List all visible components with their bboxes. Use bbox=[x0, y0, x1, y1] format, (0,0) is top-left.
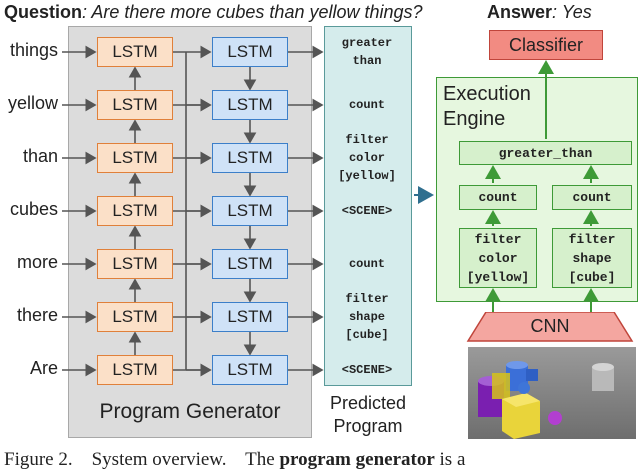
lstm-label: LSTM bbox=[227, 95, 273, 114]
input-word: than bbox=[22, 146, 58, 166]
program-token: <SCENE> bbox=[323, 361, 411, 379]
execution-title-line2: Engine bbox=[443, 108, 506, 130]
program-token: count bbox=[323, 255, 411, 273]
caption-suffix: is a bbox=[434, 449, 466, 470]
lstm-label: LSTM bbox=[112, 254, 158, 273]
decoder-lstm: LSTM bbox=[212, 37, 288, 67]
greater-than-label: greater_than bbox=[498, 145, 593, 161]
predicted-program-panel bbox=[324, 26, 412, 386]
input-word: Are bbox=[29, 358, 58, 378]
filter-right-line3: [cube] bbox=[568, 269, 616, 285]
encoder-lstm: LSTM bbox=[97, 249, 173, 279]
filter-right-line2: shape bbox=[572, 250, 612, 266]
predicted-program-label: Predicted Program bbox=[314, 392, 422, 438]
lstm-label: LSTM bbox=[112, 360, 158, 379]
answer-text: : Yes bbox=[552, 2, 592, 22]
lstm-label: LSTM bbox=[227, 254, 273, 273]
lstm-label: LSTM bbox=[227, 148, 273, 167]
program-token-line: count bbox=[348, 257, 385, 271]
lstm-label: LSTM bbox=[112, 148, 158, 167]
question-text: : Are there more cubes than yellow thing… bbox=[82, 2, 423, 22]
program-token: filter color [yellow] bbox=[323, 131, 411, 185]
program-token: count bbox=[323, 96, 411, 114]
classifier-label: Classifier bbox=[508, 34, 583, 55]
program-token-line: [yellow] bbox=[338, 169, 396, 183]
caption-bold: program generator bbox=[279, 449, 435, 470]
classifier-box: Classifier bbox=[489, 30, 603, 60]
input-word: more bbox=[16, 252, 58, 272]
program-token-line: shape bbox=[348, 310, 385, 324]
count-module-right: count bbox=[552, 185, 632, 210]
execution-title-line1: Execution bbox=[443, 83, 531, 105]
filter-right-line1: filter bbox=[568, 231, 616, 247]
lstm-label: LSTM bbox=[227, 307, 273, 326]
lstm-label: LSTM bbox=[112, 307, 158, 326]
decoder-lstm: LSTM bbox=[212, 249, 288, 279]
program-token-line: color bbox=[348, 151, 385, 165]
program-token-line: <SCENE> bbox=[341, 204, 393, 218]
question-label: Question bbox=[4, 2, 83, 22]
predicted-label-line1: Predicted bbox=[329, 393, 407, 413]
answer-label: Answer bbox=[487, 2, 553, 22]
program-token-line: count bbox=[348, 98, 385, 112]
filter-left-line2: color bbox=[478, 250, 518, 266]
lstm-label: LSTM bbox=[227, 42, 273, 61]
caption-prefix: Figure 2. System overview. The bbox=[4, 449, 280, 470]
program-token: filter shape [cube] bbox=[323, 290, 411, 344]
program-token: <SCENE> bbox=[323, 202, 411, 220]
program-token: greater than bbox=[323, 34, 411, 70]
encoder-lstm: LSTM bbox=[97, 355, 173, 385]
decoder-lstm: LSTM bbox=[212, 196, 288, 226]
encoder-lstm: LSTM bbox=[97, 90, 173, 120]
decoder-lstm: LSTM bbox=[212, 355, 288, 385]
program-token-line: filter bbox=[345, 292, 389, 306]
encoder-lstm: LSTM bbox=[97, 196, 173, 226]
cnn-shape bbox=[466, 312, 634, 342]
cnn-label: CNN bbox=[530, 316, 570, 336]
figure-caption: Figure 2. System overview. The program g… bbox=[4, 449, 465, 471]
count-module-left: count bbox=[459, 185, 537, 210]
program-generator-label: Program Generator bbox=[99, 400, 281, 423]
lstm-label: LSTM bbox=[227, 201, 273, 220]
decoder-lstm: LSTM bbox=[212, 143, 288, 173]
program-token-line: greater bbox=[341, 36, 393, 50]
lstm-label: LSTM bbox=[112, 201, 158, 220]
count-right-label: count bbox=[572, 190, 612, 205]
filter-left-line3: [yellow] bbox=[466, 269, 530, 285]
filter-color-module: filter color [yellow] bbox=[459, 228, 537, 288]
greater-than-module: greater_than bbox=[459, 141, 632, 165]
execution-engine-title: Execution Engine bbox=[443, 82, 531, 132]
program-token-line: <SCENE> bbox=[341, 363, 393, 377]
predicted-label-line2: Program bbox=[333, 416, 403, 436]
encoder-lstm: LSTM bbox=[97, 37, 173, 67]
input-word: things bbox=[9, 40, 58, 60]
count-left-label: count bbox=[478, 190, 518, 205]
encoder-lstm: LSTM bbox=[97, 302, 173, 332]
program-token-line: filter bbox=[345, 133, 389, 147]
lstm-label: LSTM bbox=[227, 360, 273, 379]
input-word: cubes bbox=[9, 199, 58, 219]
input-word: yellow bbox=[7, 93, 58, 113]
filter-shape-module: filter shape [cube] bbox=[552, 228, 632, 288]
lstm-label: LSTM bbox=[112, 95, 158, 114]
question-line: Question: Are there more cubes than yell… bbox=[4, 2, 423, 23]
filter-left-line1: filter bbox=[474, 231, 522, 247]
input-word: there bbox=[16, 305, 58, 325]
scene-image bbox=[468, 347, 636, 439]
program-token-line: than bbox=[352, 54, 382, 68]
encoder-lstm: LSTM bbox=[97, 143, 173, 173]
decoder-lstm: LSTM bbox=[212, 302, 288, 332]
program-token-line: [cube] bbox=[345, 328, 389, 342]
answer-line: Answer: Yes bbox=[487, 2, 592, 23]
decoder-lstm: LSTM bbox=[212, 90, 288, 120]
lstm-label: LSTM bbox=[112, 42, 158, 61]
